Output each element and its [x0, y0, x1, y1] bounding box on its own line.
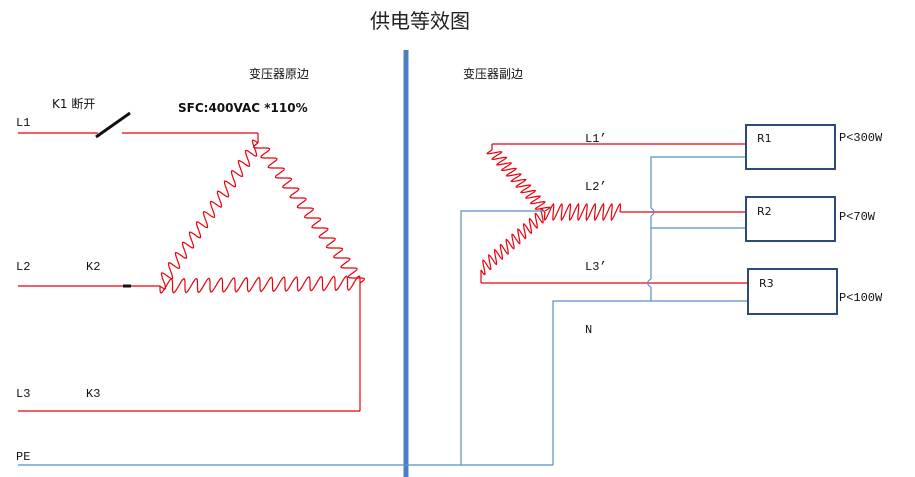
- input-l1-label: L1: [16, 116, 30, 130]
- switch-k1-label: K1 断开: [52, 96, 95, 111]
- load-r1-power: P<300W: [839, 131, 883, 145]
- switch-k3-label: K3: [86, 387, 100, 401]
- secondary-coil-lower: [480, 207, 546, 276]
- out-l1-label: L1’: [585, 132, 607, 146]
- secondary-coil-middle: [543, 202, 622, 222]
- load-r2-power: P<70W: [839, 210, 876, 224]
- secondary-side-label: 变压器副边: [463, 66, 523, 81]
- load-r1-label: R1: [757, 132, 772, 145]
- secondary-coil-upper: [486, 149, 551, 212]
- load-r3-label: R3: [759, 277, 774, 290]
- neutral-label: N: [585, 323, 592, 337]
- primary-coil-bottom: [159, 275, 361, 294]
- input-l3-label: L3: [16, 387, 30, 401]
- out-l3-label: L3’: [585, 260, 607, 274]
- load-r2-label: R2: [757, 205, 772, 218]
- diagram-title: 供电等效图: [370, 9, 470, 33]
- input-l2-label: L2: [16, 260, 30, 274]
- neutral-bus: [650, 156, 748, 208]
- primary-coil-left: [159, 139, 259, 290]
- k1-switch-blade: [95, 111, 131, 139]
- load-r2-box: [745, 196, 836, 242]
- neutral-bus-bottom: [650, 287, 748, 302]
- neutral-return: [552, 300, 651, 465]
- out-l2-label: L2’: [585, 180, 607, 194]
- load-r1-box: [745, 124, 836, 170]
- neutral-bus-mid: [650, 216, 748, 229]
- load-r3-box: [747, 268, 838, 315]
- input-pe-label: PE: [16, 450, 30, 464]
- load-r3-power: P<100W: [839, 291, 883, 305]
- neutral-crossover-1: [650, 207, 655, 217]
- switch-k2-label: K2: [86, 260, 100, 274]
- star-point-ground: [460, 210, 545, 465]
- spec-label: SFC:400VAC *110%: [178, 101, 308, 115]
- neutral-crossover-2: [646, 278, 652, 288]
- primary-side-label: 变压器原边: [249, 66, 309, 81]
- primary-coil-right: [253, 142, 365, 284]
